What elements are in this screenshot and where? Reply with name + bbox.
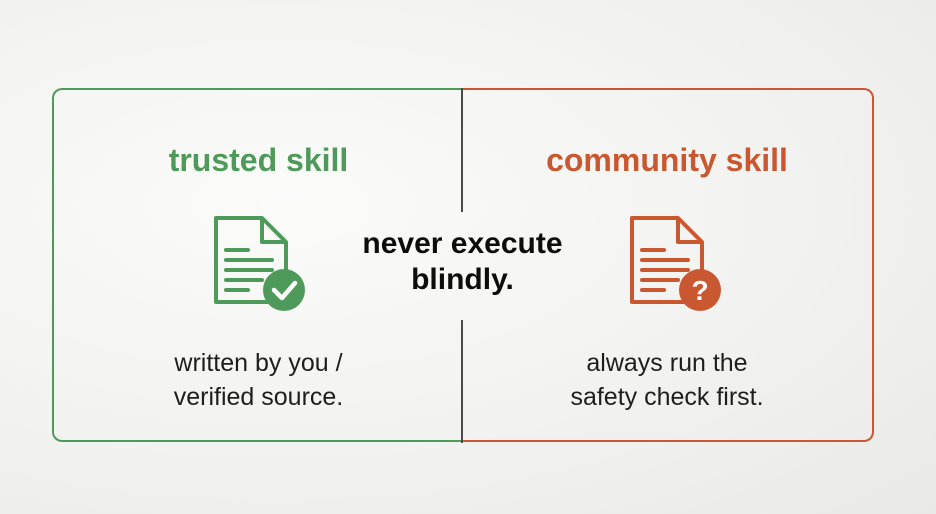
trusted-skill-caption: written by you / verified source.	[54, 346, 463, 414]
warning-line: never execute	[362, 227, 563, 260]
caption-line: safety check first.	[570, 383, 764, 411]
trusted-skill-panel: trusted skill written by you / verified …	[52, 88, 463, 442]
divider-bottom	[461, 320, 463, 443]
community-skill-caption: always run the safety check first.	[462, 346, 872, 414]
community-skill-title: community skill	[546, 142, 788, 178]
document-question-icon: ?	[630, 216, 721, 311]
document-check-icon	[214, 216, 305, 311]
divider-top	[461, 88, 463, 212]
caption-line: verified source.	[173, 383, 344, 411]
caption-line: always run the	[586, 349, 748, 377]
community-skill-panel: community skill ? always run the safety …	[462, 88, 874, 442]
trusted-skill-title: trusted skill	[168, 142, 349, 178]
warning-line: blindly.	[411, 263, 514, 296]
svg-text:?: ?	[691, 275, 708, 306]
center-warning: never execute blindly.	[330, 226, 595, 298]
caption-line: written by you /	[174, 349, 343, 377]
